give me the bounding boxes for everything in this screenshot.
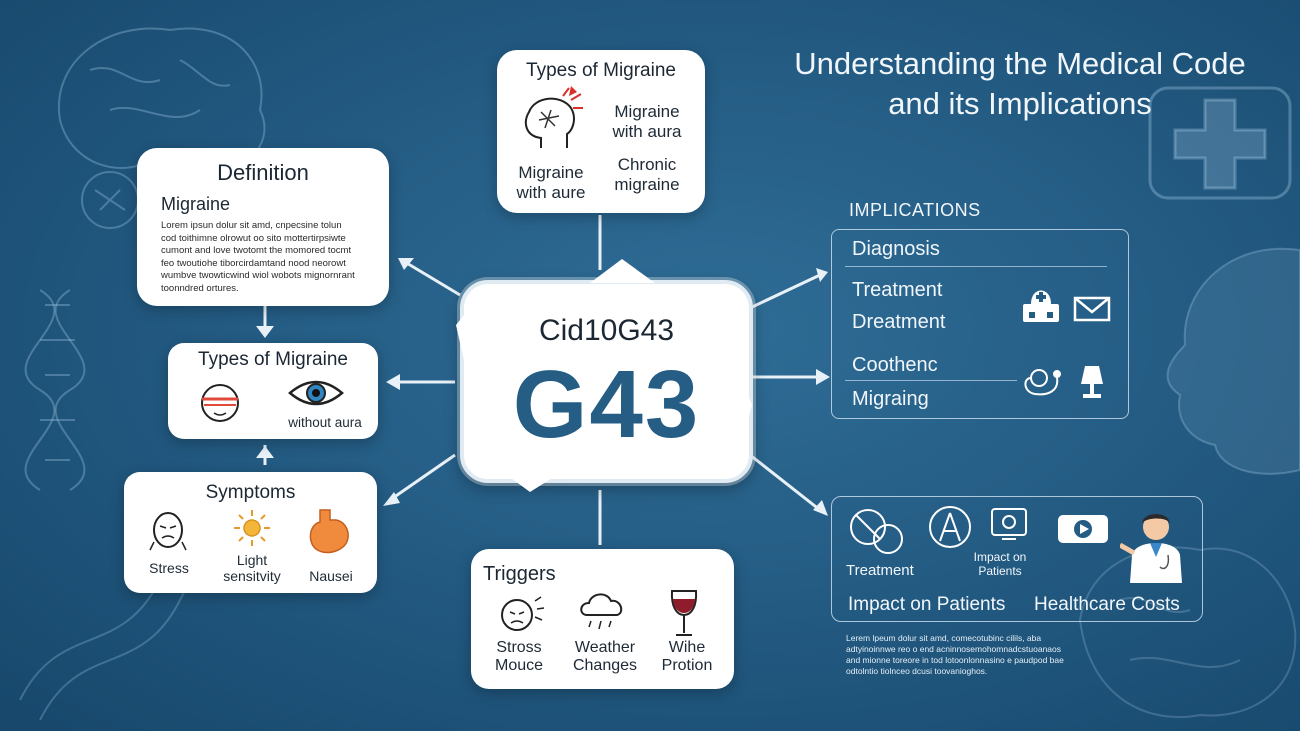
camera-icon	[1058, 515, 1108, 543]
types-left-item-1: without aura	[288, 415, 362, 430]
types-left-title: Types of Migraine	[198, 349, 348, 370]
impact-treatment-label: Treatment	[846, 562, 914, 579]
implications-divider-1	[845, 266, 1107, 267]
sun-icon	[234, 510, 270, 546]
implications-row-coothenc: Coothenc	[852, 354, 938, 376]
types-top-item-2: Migraine with aure	[516, 163, 586, 202]
definition-title: Definition	[217, 160, 309, 185]
impact-icons	[850, 506, 1108, 554]
definition-card: Definition Migraine Lorem ipsun dolur si…	[137, 148, 389, 306]
impact-body-text: Lerem lpeum dolur sit amd, comecotubinc …	[846, 633, 1064, 676]
head-profile-icon	[1166, 247, 1300, 475]
types-top-item-3: Chronic migraine	[614, 155, 680, 194]
types-top-title: Types of Migraine	[526, 60, 676, 81]
impact-panel	[831, 496, 1203, 622]
symptoms-title: Symptoms	[205, 482, 296, 503]
title-line-1: Understanding the Medical Code	[794, 46, 1246, 81]
definition-body: Lorem ipsun dolur sit amd, cnpecsine tol…	[161, 220, 355, 294]
dna-icon	[24, 289, 86, 491]
implications-row-treatment: Treatment	[852, 279, 943, 301]
monitor-icon	[991, 508, 1027, 540]
symptoms-item-3: Nausei	[309, 568, 353, 584]
lamp-icon	[1081, 366, 1103, 398]
eye-icon	[288, 380, 344, 406]
medical-cross-icon	[1148, 86, 1292, 200]
implications-row-diagnosis: Diagnosis	[852, 238, 940, 260]
definition-subtitle: Migraine	[161, 194, 231, 214]
hospital-icon	[1023, 290, 1059, 322]
triggers-item-1: Stross Mouce	[494, 639, 544, 674]
types-of-migraine-top-card: Types of Migraine Migraine with aura Mig…	[497, 50, 705, 213]
implications-icons	[1023, 290, 1111, 398]
triggers-item-3: Wihe Protion	[661, 639, 713, 674]
implications-divider-2	[845, 380, 1017, 381]
pills-icon	[850, 509, 903, 554]
center-frame	[456, 259, 752, 492]
symptoms-item-1: Stress	[149, 560, 189, 576]
code-label: Cid10G43	[538, 314, 675, 347]
person-icon	[929, 506, 971, 548]
stethoscope-icon	[1024, 369, 1061, 396]
symptoms-card: Symptoms Stress Light sensitvity Nausei	[124, 472, 377, 593]
triggers-title: Triggers	[483, 563, 556, 585]
impact-on-patients-small: Impact on Patients	[973, 550, 1027, 578]
types-top-item-1: Migraine with aura	[612, 102, 682, 141]
triggers-card: Triggers Stross Mouce Weather Changes Wi…	[471, 549, 734, 689]
triggers-item-2: Weather Changes	[572, 639, 638, 674]
rain-cloud-icon	[580, 593, 623, 630]
types-of-migraine-left-card: Types of Migraine without aura	[168, 343, 378, 439]
headache-face-icon	[201, 384, 239, 422]
envelope-icon	[1073, 296, 1111, 322]
impact-on-patients-label: Impact on Patients	[848, 594, 1006, 615]
implications-row-migraing: Migraing	[852, 388, 929, 410]
stressed-face-icon	[149, 512, 187, 551]
healthcare-costs-label: Healthcare Costs	[1034, 594, 1180, 615]
implications-panel	[831, 229, 1129, 419]
stomach-icon	[309, 509, 349, 554]
wine-glass-icon	[670, 590, 698, 636]
title-line-2: and its Implications	[888, 86, 1152, 121]
page-title: Understanding the Medical Code and its I…	[770, 44, 1270, 124]
implications-title: IMPLICATIONS	[849, 200, 981, 220]
symptoms-item-2: Light sensitvity	[223, 552, 281, 584]
center-code-card: Cid10G43 G43	[460, 280, 753, 483]
doctor-icon	[1120, 514, 1182, 583]
implications-row-dreatment: Dreatment	[852, 311, 946, 333]
head-lightning-icon	[524, 86, 583, 148]
code-value: G43	[512, 351, 701, 458]
stressed-face-icon	[501, 596, 545, 631]
